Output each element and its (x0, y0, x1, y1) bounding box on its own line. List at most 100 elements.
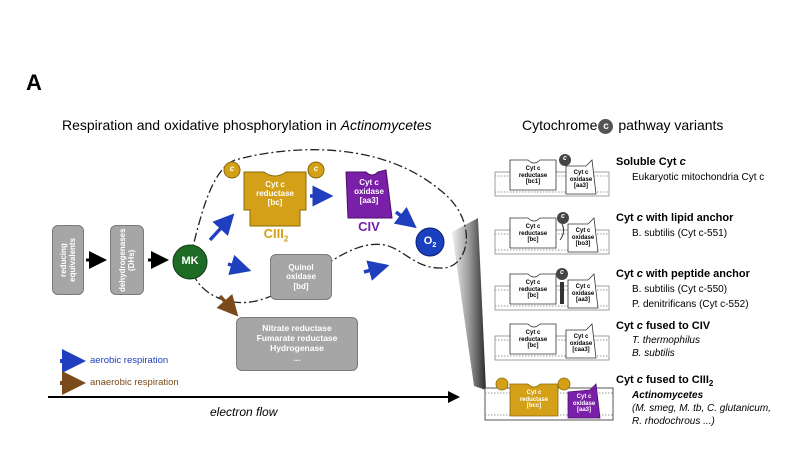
v1-o3: [aa3] (573, 183, 588, 190)
arrow-mk-to-quinol (227, 254, 252, 276)
variant-3-graphic (494, 268, 610, 311)
v5-r3: [bcc] (526, 403, 542, 410)
v3-head-italic: c (636, 268, 643, 280)
variant-3-head: Cyt c with peptide anchor (616, 268, 750, 280)
v2-head-post: with lipid anchor (642, 212, 734, 224)
variant-5-desc: Cyt c fused to CIII2 Actinomycetes (M. s… (616, 374, 771, 427)
zoom-cone (452, 218, 486, 390)
variant-3-cyt-c (556, 268, 568, 280)
variant-1-desc: Soluble Cyt c Eukaryotic mitochondria Cy… (616, 156, 764, 183)
civ-text: Cyt c oxidase [aa3] (346, 178, 392, 206)
v3-head-post: with peptide anchor (642, 268, 750, 280)
v4-head-post: fused to CIV (642, 320, 711, 332)
variant-4-desc: Cyt c fused to CIV T. thermophilus B. su… (616, 320, 710, 359)
civ-name: CIV (358, 219, 380, 234)
v2-o2: oxidase (571, 234, 595, 241)
v1-r2: reductase (518, 172, 548, 179)
v5-r2: reductase (519, 396, 549, 403)
v4-o3: [caa3] (572, 347, 590, 354)
variant-3-desc: Cyt c with peptide anchor B. subtilis (C… (616, 268, 750, 310)
v1-r3: [bc1] (525, 179, 541, 186)
left-title-text: Respiration and oxidative phosphorylatio… (62, 117, 341, 133)
dehydrogenases-label: dehydrogenases (DHs) (117, 228, 136, 292)
quinol-line-1: Quinol (288, 263, 314, 273)
anaerobic-enzymes-box: Nitrate reductase Fumarate reductase Hyd… (236, 317, 358, 371)
quinol-line-3: [bd] (293, 281, 309, 291)
reducing-equivalents-box: reducing equivalents (52, 225, 84, 295)
v3-o2: oxidase (571, 290, 595, 297)
variant-5-line-2: (M. smeg, M. tb, C. glutanicum, (632, 403, 771, 415)
anaerobic-line-2: Fumarate reductase (256, 333, 338, 344)
v3-head-text: Cyt (616, 268, 637, 280)
variant-5-line-1: Actinomycetes (632, 390, 704, 402)
v4-head-text: Cyt (616, 320, 637, 332)
variant-2-line-1: B. subtilis (Cyt c-551) (632, 228, 728, 239)
variant-5-head: Cyt c fused to CIII2 (616, 374, 771, 388)
cyt-c-badge-right (307, 161, 325, 179)
v4-r2: reductase (518, 336, 548, 343)
left-title-italic: Actinomycetes (340, 117, 432, 133)
variant-4-line-2: B. subtilis (632, 348, 675, 359)
variant-5-line-3: R. rhodochrous ...) (632, 416, 715, 428)
civ-line-2: oxidase (354, 187, 384, 197)
arrow-mk-to-anaerobic (216, 293, 239, 317)
variant-2-cyt-c (557, 212, 569, 224)
arrow-mk-to-ciii (208, 213, 235, 242)
v4-head-italic: c (636, 320, 643, 332)
variant-1-graphic (494, 154, 610, 197)
v2-head-text: Cyt (616, 212, 637, 224)
civ-line-3: [aa3] (359, 196, 379, 206)
variant-2-desc: Cyt c with lipid anchor B. subtilis (Cyt… (616, 212, 733, 239)
v2-o1: Cyt c (575, 228, 591, 234)
v1-r1: Cyt c (525, 166, 541, 172)
civ-line-1: Cyt c (359, 178, 379, 187)
o2-sub: 2 (432, 242, 437, 250)
anaerobic-line-3: Hydrogenase (270, 343, 324, 353)
v2-head-italic: c (636, 212, 643, 224)
left-title: Respiration and oxidative phosphorylatio… (62, 117, 432, 133)
o2-text: O (423, 235, 433, 247)
v2-o3: [bo3] (575, 241, 591, 248)
ciii-line-2: reductase (256, 189, 294, 199)
variant-3-line-2: P. denitrificans (Cyt c-552) (632, 299, 749, 310)
ciii-badge-right-label: c (313, 164, 319, 173)
v4-r3: [bc] (527, 343, 539, 350)
v1-head-italic: c (679, 156, 686, 168)
ciii-name: CIII2 (253, 226, 299, 244)
ciii-shape (243, 171, 307, 227)
v5-o2: oxidase (572, 400, 596, 407)
v5-o3: [aa3] (576, 407, 591, 414)
variant-2-graphic (494, 212, 610, 255)
variant-4-line-1: T. thermophilus (632, 335, 700, 346)
cyt-c-badge-title: c (598, 118, 614, 134)
civ-shape (345, 169, 393, 219)
v2-badge: c (561, 213, 565, 220)
dehydrogenases-box: dehydrogenases (DHs) (110, 225, 144, 295)
variant-4-graphic (494, 323, 610, 361)
legend-aerobic-label: aerobic respiration (90, 355, 169, 366)
v4-o2: oxidase (569, 340, 593, 347)
v5-head-post: fused to CIII (642, 374, 709, 386)
v3-o3: [aa3] (575, 297, 590, 304)
variant-5-graphic (484, 377, 614, 421)
panel-label: A (26, 70, 42, 95)
v5-r1: Cyt c (526, 390, 542, 396)
electron-flow-label: electron flow (210, 405, 278, 419)
ciii-line-1: Cyt c (265, 180, 285, 189)
v3-badge: c (560, 269, 564, 276)
pathway-loop (189, 149, 467, 304)
ciii-badge-left-label: c (229, 164, 235, 173)
right-title-pre: Cytochrome (522, 117, 598, 133)
v1-head-text: Soluble Cyt (616, 156, 680, 168)
variant-2-head: Cyt c with lipid anchor (616, 212, 733, 224)
v4-r1: Cyt c (525, 330, 541, 336)
quinol-line-2: oxidase (286, 272, 316, 282)
